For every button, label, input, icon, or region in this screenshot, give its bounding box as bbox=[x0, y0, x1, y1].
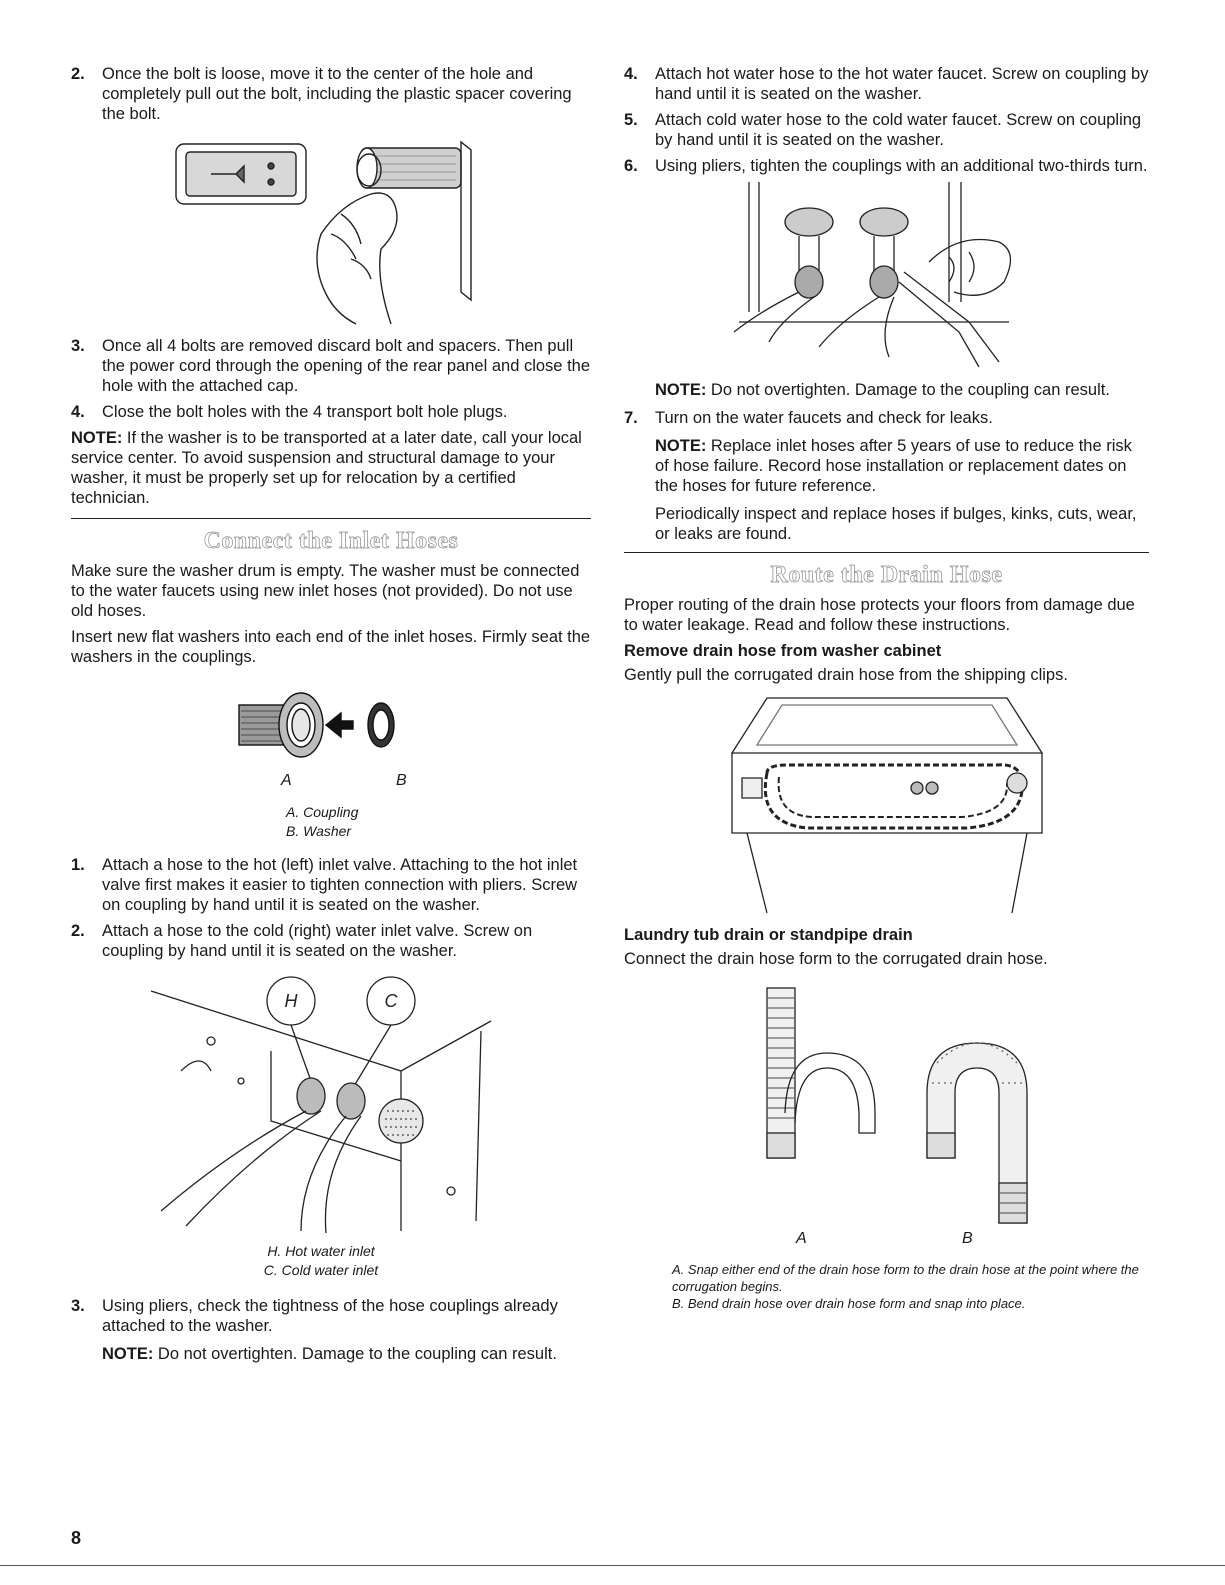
cold-label: C bbox=[385, 991, 399, 1011]
step-number: 2. bbox=[71, 65, 85, 83]
step-text: Using pliers, check the tightness of the… bbox=[102, 1297, 558, 1335]
letter-b: B bbox=[396, 772, 407, 789]
coupling-figure-letters: A B bbox=[71, 771, 591, 795]
section-title-drain-hose: Route the Drain Hose bbox=[770, 562, 1003, 589]
remove-drain-text: Gently pull the corrugated drain hose fr… bbox=[624, 666, 1068, 684]
right-column: 4. Attach hot water hose to the hot wate… bbox=[624, 64, 1149, 1312]
subhead-remove-drain-hose: Remove drain hose from washer cabinet bbox=[624, 642, 942, 660]
caption-h: H. Hot water inlet bbox=[267, 1243, 375, 1259]
caption-a: A. Snap either end of the drain hose for… bbox=[672, 1262, 1139, 1294]
step-text: Close the bolt holes with the 4 transpor… bbox=[102, 403, 508, 421]
faucet-note-block: NOTE: Do not overtighten. Damage to the … bbox=[624, 380, 1149, 400]
page-number: 8 bbox=[71, 1528, 82, 1548]
letter-b: B bbox=[962, 1230, 973, 1247]
step-number: 4. bbox=[624, 65, 638, 83]
note-text: If the washer is to be transported at a … bbox=[71, 429, 582, 507]
step-number: 6. bbox=[624, 157, 638, 175]
letter-a: A bbox=[796, 1230, 807, 1247]
step-text: Once all 4 bolts are removed discard bol… bbox=[102, 337, 591, 395]
section-divider bbox=[71, 518, 591, 519]
note-text: Replace inlet hoses after 5 years of use… bbox=[655, 437, 1132, 495]
faucet-step-6: 6. Using pliers, tighten the couplings w… bbox=[624, 156, 1149, 176]
step-number: 2. bbox=[71, 922, 85, 940]
faucet-step-7: 7. Turn on the water faucets and check f… bbox=[624, 408, 1149, 544]
note-text: Do not overtighten. Damage to the coupli… bbox=[153, 1345, 557, 1363]
step-text: Turn on the water faucets and check for … bbox=[655, 409, 993, 427]
step-text: Attach hot water hose to the hot water f… bbox=[655, 65, 1149, 103]
step-text: Once the bolt is loose, move it to the c… bbox=[102, 65, 572, 123]
hot-label: H bbox=[285, 991, 299, 1011]
caption-a: A. Coupling bbox=[286, 804, 359, 820]
inlet-valves-illustration: H C bbox=[150, 976, 492, 1234]
note-label: NOTE: bbox=[71, 429, 123, 447]
note-label: NOTE: bbox=[655, 437, 707, 455]
drain-caption: A. Snap either end of the drain hose for… bbox=[624, 1261, 1149, 1312]
note-label: NOTE: bbox=[102, 1345, 154, 1363]
section-title-inlet-hoses: Connect the Inlet Hoses bbox=[203, 528, 459, 555]
caption-b: B. Washer bbox=[286, 823, 352, 839]
caption-b: B. Bend drain hose over drain hose form … bbox=[672, 1296, 1026, 1311]
inlet-intro-2: Insert new flat washers into each end of… bbox=[71, 628, 591, 666]
valve-caption: H. Hot water inlet C. Cold water inlet bbox=[71, 1242, 591, 1280]
drain-intro: Proper routing of the drain hose protect… bbox=[624, 596, 1135, 634]
step-text: Attach a hose to the hot (left) inlet va… bbox=[102, 856, 578, 914]
bolt-removal-illustration bbox=[175, 140, 472, 325]
left-column: 2. Once the bolt is loose, move it to th… bbox=[71, 64, 591, 1370]
inlet-step-2: 2. Attach a hose to the cold (right) wat… bbox=[71, 921, 591, 961]
step-number: 5. bbox=[624, 111, 638, 129]
transport-note: NOTE: If the washer is to be transported… bbox=[71, 428, 591, 508]
drain-hose-form-illustration bbox=[765, 987, 1028, 1224]
step-text: Using pliers, tighten the couplings with… bbox=[655, 157, 1148, 175]
step-text: Attach a hose to the cold (right) water … bbox=[102, 922, 533, 960]
coupling-washer-illustration bbox=[238, 692, 395, 758]
caption-c: C. Cold water inlet bbox=[263, 1262, 379, 1278]
step-number: 7. bbox=[624, 409, 638, 427]
overtighten-note: NOTE: Do not overtighten. Damage to the … bbox=[102, 1344, 591, 1364]
replace-hoses-note: NOTE: Replace inlet hoses after 5 years … bbox=[655, 436, 1149, 496]
coupling-caption: A. Coupling B. Washer bbox=[71, 803, 591, 841]
step-number: 4. bbox=[71, 403, 85, 421]
inlet-step-3: 3. Using pliers, check the tightness of … bbox=[71, 1296, 591, 1364]
inlet-intro-1: Make sure the washer drum is empty. The … bbox=[71, 562, 580, 620]
note-text: Do not overtighten. Damage to the coupli… bbox=[706, 381, 1110, 399]
drain-figure-letters: A B bbox=[624, 1229, 1149, 1253]
step-text: Attach cold water hose to the cold water… bbox=[655, 111, 1142, 149]
inlet-step-1: 1. Attach a hose to the hot (left) inlet… bbox=[71, 855, 591, 915]
laundry-tub-text: Connect the drain hose form to the corru… bbox=[624, 950, 1048, 968]
faucet-pliers-illustration bbox=[733, 182, 1011, 368]
step-number: 3. bbox=[71, 1297, 85, 1315]
section-divider bbox=[624, 552, 1149, 553]
overtighten-note-right: NOTE: Do not overtighten. Damage to the … bbox=[655, 380, 1149, 400]
page-bottom-rule bbox=[0, 1565, 1225, 1566]
washer-drain-hose-illustration bbox=[730, 697, 1043, 914]
faucet-step-4: 4. Attach hot water hose to the hot wate… bbox=[624, 64, 1149, 104]
step-number: 3. bbox=[71, 337, 85, 355]
bolt-step-2: 2. Once the bolt is loose, move it to th… bbox=[71, 64, 591, 124]
subhead-laundry-tub: Laundry tub drain or standpipe drain bbox=[624, 926, 913, 944]
step-number: 1. bbox=[71, 856, 85, 874]
note-label: NOTE: bbox=[655, 381, 707, 399]
letter-a: A bbox=[281, 772, 292, 789]
faucet-step-5: 5. Attach cold water hose to the cold wa… bbox=[624, 110, 1149, 150]
bolt-step-3: 3. Once all 4 bolts are removed discard … bbox=[71, 336, 591, 396]
bolt-step-4: 4. Close the bolt holes with the 4 trans… bbox=[71, 402, 591, 422]
periodic-inspect-text: Periodically inspect and replace hoses i… bbox=[655, 505, 1137, 543]
